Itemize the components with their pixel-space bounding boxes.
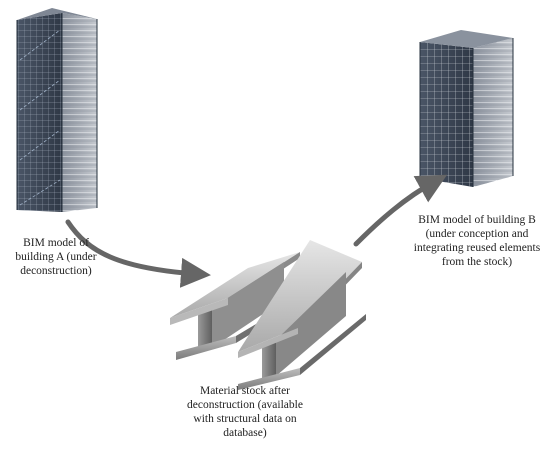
building-b-model xyxy=(419,30,514,187)
arrow-to-stock xyxy=(65,219,211,288)
building-frame-icon xyxy=(419,30,514,187)
caption-material-stock: Material stock after deconstruction (ava… xyxy=(187,385,303,439)
steel-i-beam-2 xyxy=(238,240,366,390)
steel-i-beam-icon xyxy=(170,240,366,390)
tall-building-frame-icon xyxy=(16,8,98,212)
arrow-to-building-b xyxy=(353,174,448,247)
material-stock xyxy=(170,240,366,390)
caption-building-b: BIM model of building B (under conceptio… xyxy=(413,214,541,268)
building-a-model xyxy=(16,8,98,212)
caption-building-a: BIM model of building A (under deconstru… xyxy=(15,237,97,277)
